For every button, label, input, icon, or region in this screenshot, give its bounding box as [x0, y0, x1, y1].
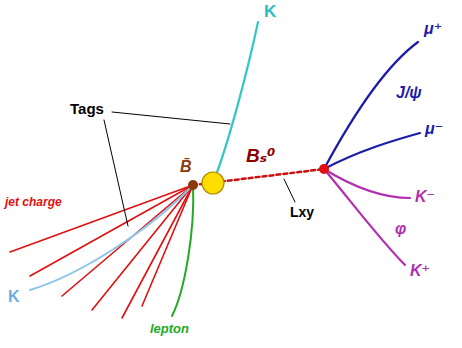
- kaon-track: [324, 169, 405, 265]
- particle-label: Bₛ⁰: [246, 146, 275, 167]
- tag-label: jet charge: [5, 196, 62, 209]
- leader-line: [284, 179, 295, 202]
- callout-label: Lxy: [290, 205, 314, 220]
- particle-label: K⁻: [415, 188, 435, 206]
- tag-label: lepton: [150, 322, 189, 336]
- jet-track: [92, 185, 193, 310]
- particle-label: μ⁻: [425, 120, 443, 138]
- lepton-track: [172, 185, 193, 316]
- jet-track: [142, 185, 193, 306]
- leader-lines: [104, 112, 295, 226]
- leader-line: [104, 120, 128, 226]
- leader-line: [112, 112, 230, 124]
- particle-label: μ⁺: [424, 20, 442, 38]
- production-vertex-marker: [202, 172, 224, 194]
- muon-track: [324, 42, 418, 169]
- particle-label: K⁺: [410, 262, 430, 280]
- particle-label: B̄: [180, 158, 192, 176]
- vertex-dot: [319, 164, 329, 174]
- particle-label: J/ψ: [396, 84, 422, 102]
- muon-track: [324, 133, 420, 169]
- callout-label: Tags: [70, 101, 104, 118]
- vertex-dot: [188, 180, 198, 190]
- particle-label: φ: [395, 220, 406, 238]
- particle-label: K: [264, 3, 276, 22]
- particle-label: K: [8, 288, 20, 306]
- jet-track: [122, 185, 193, 318]
